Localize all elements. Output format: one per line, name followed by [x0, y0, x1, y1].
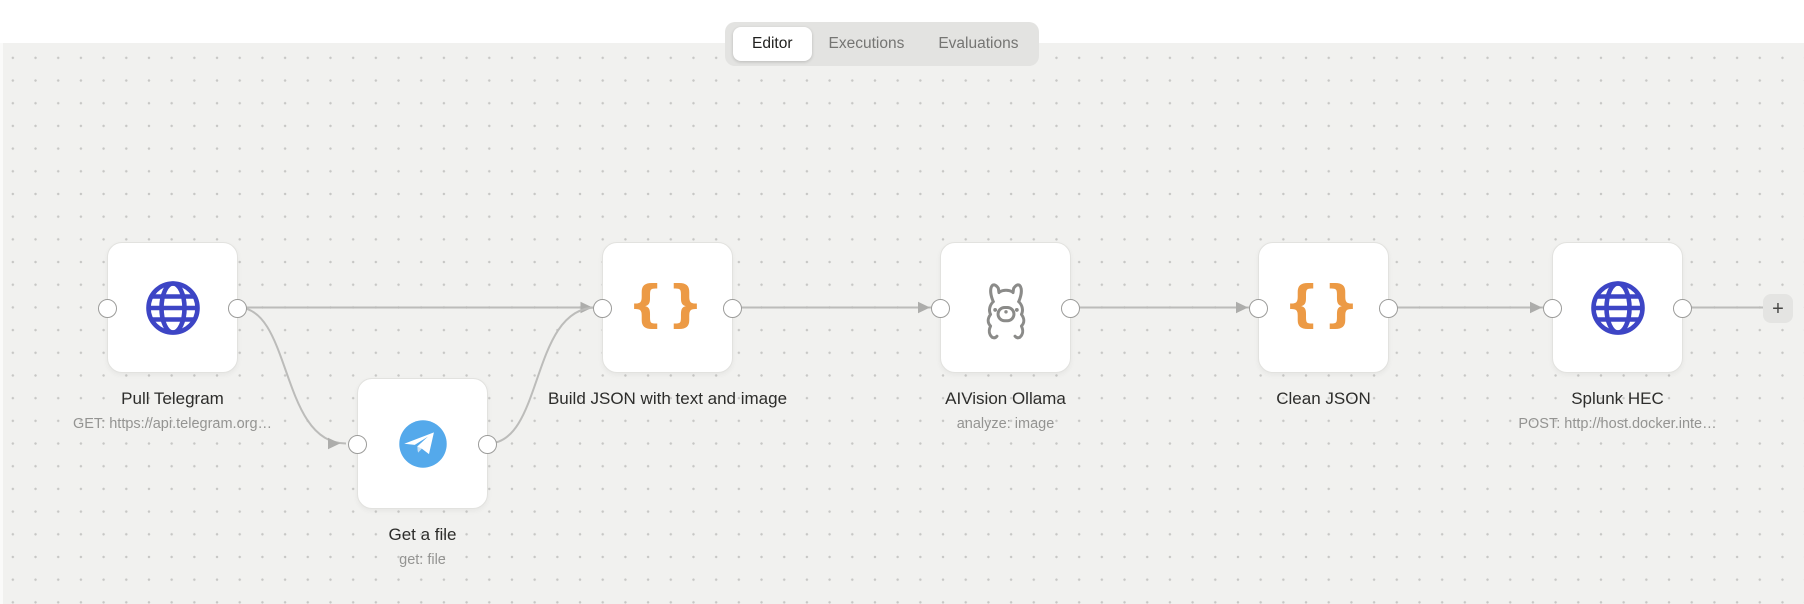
telegram-icon-slot: [390, 411, 456, 477]
node-get-a-file: Get a file get: file: [348, 378, 497, 568]
node-box[interactable]: [98, 242, 247, 373]
telegram-icon: [398, 419, 447, 468]
tab-editor[interactable]: Editor: [733, 27, 812, 61]
arrowhead-icon: [1236, 301, 1248, 314]
tab-executions[interactable]: Executions: [828, 35, 905, 52]
add-node-button[interactable]: +: [1763, 294, 1793, 323]
output-port[interactable]: [1379, 299, 1398, 318]
llama-icon: [986, 282, 1025, 339]
globe-icon-slot: [141, 276, 205, 340]
connection-get-a-file-to-build-json-with-text-and-image[interactable]: [487, 306, 597, 445]
canvas-left-edge: [0, 43, 3, 604]
output-port[interactable]: [1061, 299, 1080, 318]
output-port[interactable]: [723, 299, 742, 318]
braces-icon-slot: {}: [1284, 275, 1363, 333]
braces-icon: {}: [1283, 274, 1364, 333]
output-port[interactable]: [1673, 299, 1692, 318]
node-label: Clean JSON: [1276, 389, 1371, 408]
input-port[interactable]: [348, 435, 367, 454]
arrowhead-icon: [328, 437, 340, 450]
braces-icon-slot: {}: [628, 275, 707, 333]
node-pull-telegram: Pull Telegram GET: https://api.telegram.…: [73, 242, 272, 432]
connection-pull-telegram-to-get-a-file[interactable]: [237, 306, 347, 445]
node-subtitle: get: file: [399, 552, 446, 568]
node-build-json-with-text-and-image: {} Build JSON with text and image: [548, 242, 787, 408]
globe-icon: [145, 280, 200, 335]
node-label: Splunk HEC: [1571, 389, 1664, 408]
input-port[interactable]: [593, 299, 612, 318]
output-port[interactable]: [478, 435, 497, 454]
node-label: Pull Telegram: [121, 389, 224, 408]
input-port[interactable]: [1249, 299, 1268, 318]
node-label: Get a file: [388, 525, 457, 544]
node-box[interactable]: [931, 242, 1080, 373]
input-port[interactable]: [98, 299, 117, 318]
node-aivision-ollama: AIVision Ollama analyze: image: [931, 242, 1080, 432]
arrowhead-icon: [1530, 301, 1542, 314]
llama-icon-slot: [972, 274, 1040, 342]
globe-icon-slot: [1586, 276, 1650, 340]
output-port[interactable]: [228, 299, 247, 318]
node-subtitle: GET: https://api.telegram.org…: [72, 416, 273, 432]
node-clean-json: {} Clean JSON: [1249, 242, 1398, 408]
node-box[interactable]: {}: [1249, 242, 1398, 373]
node-subtitle: POST: http://host.docker.inte…: [1518, 416, 1717, 432]
input-port[interactable]: [931, 299, 950, 318]
workflow-canvas[interactable]: [0, 43, 1804, 604]
node-box[interactable]: {}: [593, 242, 742, 373]
node-label: AIVision Ollama: [945, 389, 1066, 408]
node-box[interactable]: [348, 378, 497, 509]
arrowhead-icon: [918, 301, 930, 314]
view-tabbar: Editor Executions Evaluations: [725, 22, 1040, 66]
node-splunk-hec: Splunk HEC POST: http://host.docker.inte…: [1518, 242, 1717, 432]
braces-icon: {}: [627, 274, 708, 333]
node-subtitle: analyze: image: [956, 416, 1055, 432]
input-port[interactable]: [1543, 299, 1562, 318]
node-box[interactable]: [1543, 242, 1692, 373]
globe-icon: [1590, 280, 1645, 335]
tab-evaluations[interactable]: Evaluations: [938, 35, 1019, 52]
node-label: Build JSON with text and image: [547, 389, 788, 408]
